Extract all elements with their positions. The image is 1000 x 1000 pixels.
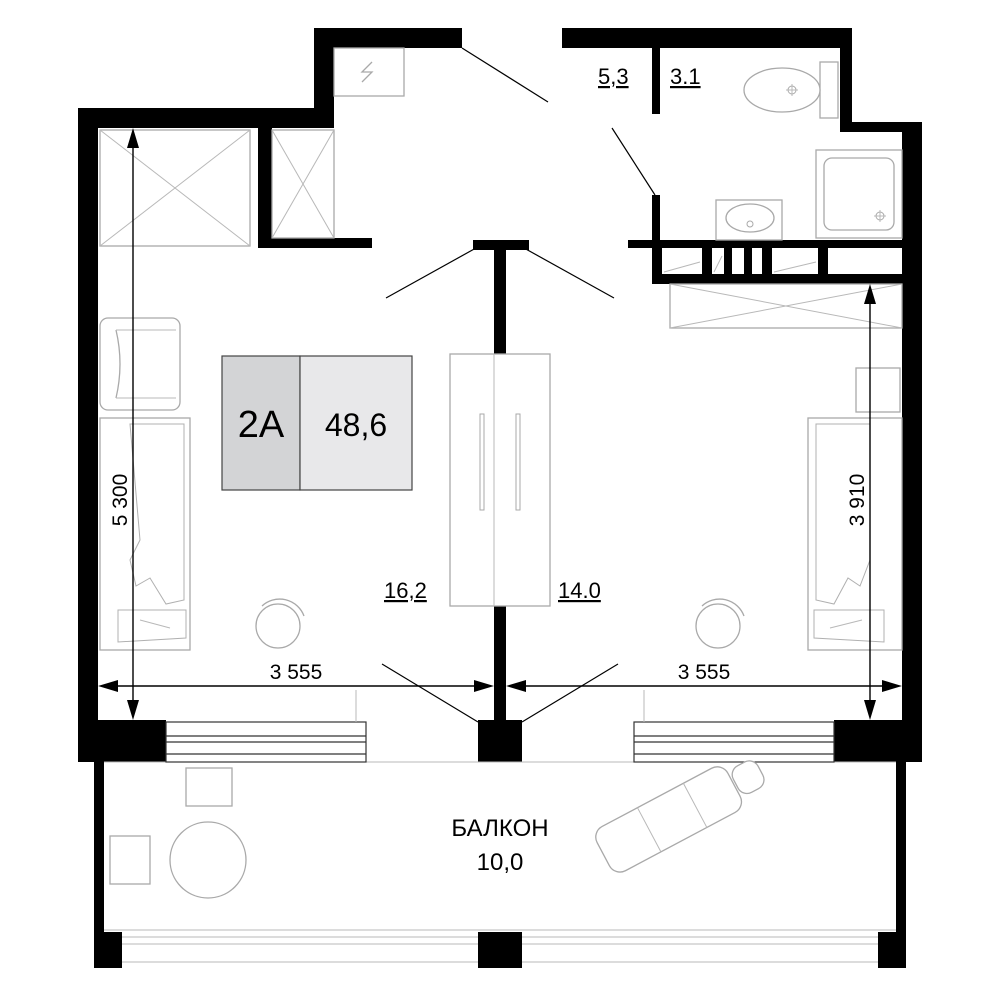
apartment-area-box (299, 355, 413, 491)
wall-shaft-5 (762, 240, 772, 284)
shaft-lines (663, 255, 817, 273)
wall-right-column (834, 720, 922, 762)
right-balcony-door-leaf (521, 663, 619, 723)
left-width-dim-label: 3 555 (270, 661, 323, 684)
wall-top-entry-right (562, 28, 852, 48)
wall-closet-box (258, 128, 272, 246)
wall-bath-bottom (652, 240, 922, 248)
wall-entry-left-vertical (314, 28, 334, 128)
wall-bath-left-lower (652, 195, 660, 245)
arrow-icon (98, 680, 118, 692)
wall-right-outer (902, 122, 922, 762)
bathroom-area-label: 3.1 (670, 64, 701, 89)
wall-balcony-left (94, 762, 104, 968)
wall-top-left (78, 108, 334, 128)
arrow-icon (864, 284, 876, 304)
bathroom-door-leaf (611, 127, 656, 196)
balcony-name-label: БАЛКОН (451, 815, 548, 842)
chair-right-icon (695, 598, 745, 649)
wardrobe-closet (271, 129, 335, 239)
wall-center-cap (473, 240, 529, 250)
wall-bath-right (840, 28, 852, 132)
wall-bath-bottom-left (628, 240, 660, 248)
furniture (99, 47, 903, 899)
arrow-icon (882, 680, 902, 692)
arrow-icon (127, 128, 139, 148)
armchair-icon (99, 317, 181, 411)
right-room-area-label: 14.0 (558, 578, 601, 603)
wardrobe-right-room (669, 283, 903, 329)
entrance-door-leaf (461, 47, 549, 103)
bed-left-icon (99, 417, 191, 651)
window-right (633, 690, 835, 763)
lounger-icon (595, 760, 765, 873)
wardrobe-left-room (99, 129, 251, 247)
electric-panel-icon (333, 47, 405, 97)
arrow-icon (474, 680, 494, 692)
nightstand-icon (855, 367, 901, 413)
wall-balcony-right (896, 762, 906, 968)
arrow-icon (127, 700, 139, 720)
wall-shaft-2 (702, 240, 712, 284)
sink-icon (715, 199, 783, 241)
apartment-badge: 2A 48,6 (221, 355, 413, 491)
wall-shaft-3 (724, 240, 732, 284)
left-room-area-label: 16,2 (384, 578, 427, 603)
apartment-type-box (221, 355, 301, 491)
balcony-table-icon (169, 821, 247, 899)
left-balcony-door-leaf (381, 663, 479, 723)
arrow-icon (864, 700, 876, 720)
windows (165, 690, 835, 763)
wall-center-column (478, 720, 522, 762)
wall-balcony-bottom-mid (478, 932, 522, 968)
wall-shaft-1 (652, 240, 662, 284)
balcony-stool-icon (185, 767, 233, 807)
wall-closet-bottom (258, 238, 372, 248)
wall-left-column (78, 720, 166, 762)
right-width-dim-label: 3 555 (678, 661, 731, 684)
toilet-icon (743, 61, 839, 119)
wall-shaft-6 (818, 240, 828, 284)
wall-top-entry-left (314, 28, 462, 48)
wall-right-step (840, 122, 922, 132)
arrow-icon (506, 680, 526, 692)
walls (78, 28, 922, 968)
wall-shaft-4 (744, 240, 752, 284)
doors (381, 47, 656, 723)
right-room-door-leaf (523, 247, 615, 299)
wall-shaft-bottom (652, 274, 922, 284)
wall-balcony-bottom-right (878, 932, 906, 968)
room-labels: 5,3 3.1 16,2 14.0 БАЛКОН 10,0 (384, 64, 701, 876)
hallway-wardrobe (449, 353, 551, 607)
bed-right-icon (807, 417, 903, 651)
apartment-total-area: 48,6 (325, 407, 387, 443)
hallway-area-label: 5,3 (598, 64, 629, 89)
window-left (165, 690, 367, 763)
wall-left-outer (78, 108, 98, 762)
shower-tray-icon (815, 149, 903, 239)
left-room-door-leaf (385, 247, 477, 299)
apartment-type-label: 2A (238, 404, 285, 446)
wall-balcony-bottom-left (94, 932, 122, 968)
right-height-dim-label: 3 910 (846, 474, 869, 527)
balcony-side-chair-icon (109, 835, 151, 885)
chair-left-icon (255, 598, 305, 649)
balcony-area-label: 10,0 (477, 849, 524, 876)
wall-bath-divider-top (652, 48, 660, 114)
left-height-dim-label: 5 300 (109, 474, 132, 527)
dimension-lines: 5 300 3 910 3 555 3 555 (98, 128, 902, 720)
